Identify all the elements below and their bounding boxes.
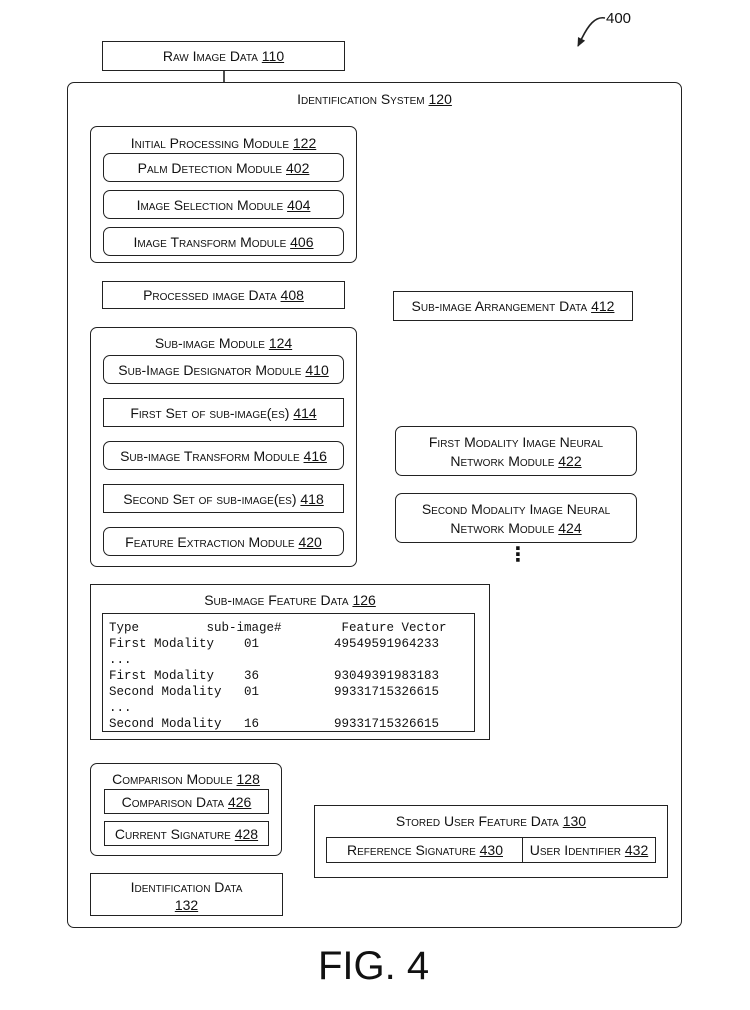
feature-extraction-module: Feature Extraction Module 420 — [103, 527, 344, 556]
identification-data-ref: 132 — [174, 897, 199, 913]
feature-table-row: Second Modality 16 99331715326615 — [109, 717, 440, 731]
raw-image-data-label: Raw Image Data — [162, 48, 258, 64]
more-modules-ellipsis: ⋮ — [508, 544, 528, 566]
first-modality-neural-network-module: First Modality Image Neural Network Modu… — [395, 426, 637, 476]
feature-table-row: ... — [109, 653, 132, 667]
identification-system-title: Identification System 120 — [297, 91, 452, 107]
feature-table-row: First Modality 01 49549591964233 — [109, 637, 440, 651]
comparison-module-title: Comparison Module 128 — [112, 771, 260, 787]
initial-processing-title: Initial Processing Module 122 — [130, 135, 317, 151]
second-modality-neural-network-module: Second Modality Image Neural Network Mod… — [395, 493, 637, 543]
feature-table-row: Second Modality 01 99331715326615 — [109, 685, 440, 699]
image-transform-module: Image Transform Module 406 — [103, 227, 344, 256]
processed-image-data-box: Processed image Data 408 — [102, 281, 345, 309]
raw-image-data-ref: 110 — [261, 48, 285, 64]
identification-data-label: Identification Data — [130, 879, 243, 895]
feature-table-row: ... — [109, 701, 132, 715]
sub-image-designator-module: Sub-Image Designator Module 410 — [103, 355, 344, 384]
first-modality-nn-line1: First Modality Image Neural — [428, 434, 604, 450]
stored-user-feature-data-title: Stored User Feature Data 130 — [395, 813, 587, 829]
palm-detection-module: Palm Detection Module 402 — [103, 153, 344, 182]
reference-signature-box: Reference Signature 430 — [326, 837, 524, 863]
first-set-sub-images: First Set of sub-image(es) 414 — [103, 398, 344, 427]
feature-table-row: First Modality 36 93049391983183 — [109, 669, 440, 683]
feature-vector-table: Type sub-image# Feature Vector First Mod… — [102, 613, 475, 732]
identification-data-box: Identification Data 132 — [90, 873, 283, 916]
sub-image-transform-module: Sub-image Transform Module 416 — [103, 441, 344, 470]
current-signature-box: Current Signature 428 — [104, 821, 269, 846]
figure-reference-number: 400 — [606, 10, 632, 27]
sub-image-module-title: Sub-image Module 124 — [154, 335, 293, 351]
raw-image-data-box: Raw Image Data 110 — [102, 41, 345, 71]
sub-image-feature-data-title: Sub-image Feature Data 126 — [204, 592, 376, 608]
first-modality-nn-line2: Network Module 422 — [450, 453, 582, 469]
figure-caption: FIG. 4 — [318, 944, 430, 988]
feature-table-header: Type sub-image# Feature Vector — [109, 621, 447, 635]
comparison-data-box: Comparison Data 426 — [104, 789, 269, 814]
figure-ref-arrow — [577, 16, 606, 47]
second-set-sub-images: Second Set of sub-image(es) 418 — [103, 484, 344, 513]
user-identifier-box: User Identifier 432 — [522, 837, 656, 863]
sub-image-arrangement-data-box: Sub-image Arrangement Data 412 — [393, 291, 633, 321]
image-selection-module: Image Selection Module 404 — [103, 190, 344, 219]
second-modality-nn-line2: Network Module 424 — [450, 520, 582, 536]
second-modality-nn-line1: Second Modality Image Neural — [421, 501, 611, 517]
